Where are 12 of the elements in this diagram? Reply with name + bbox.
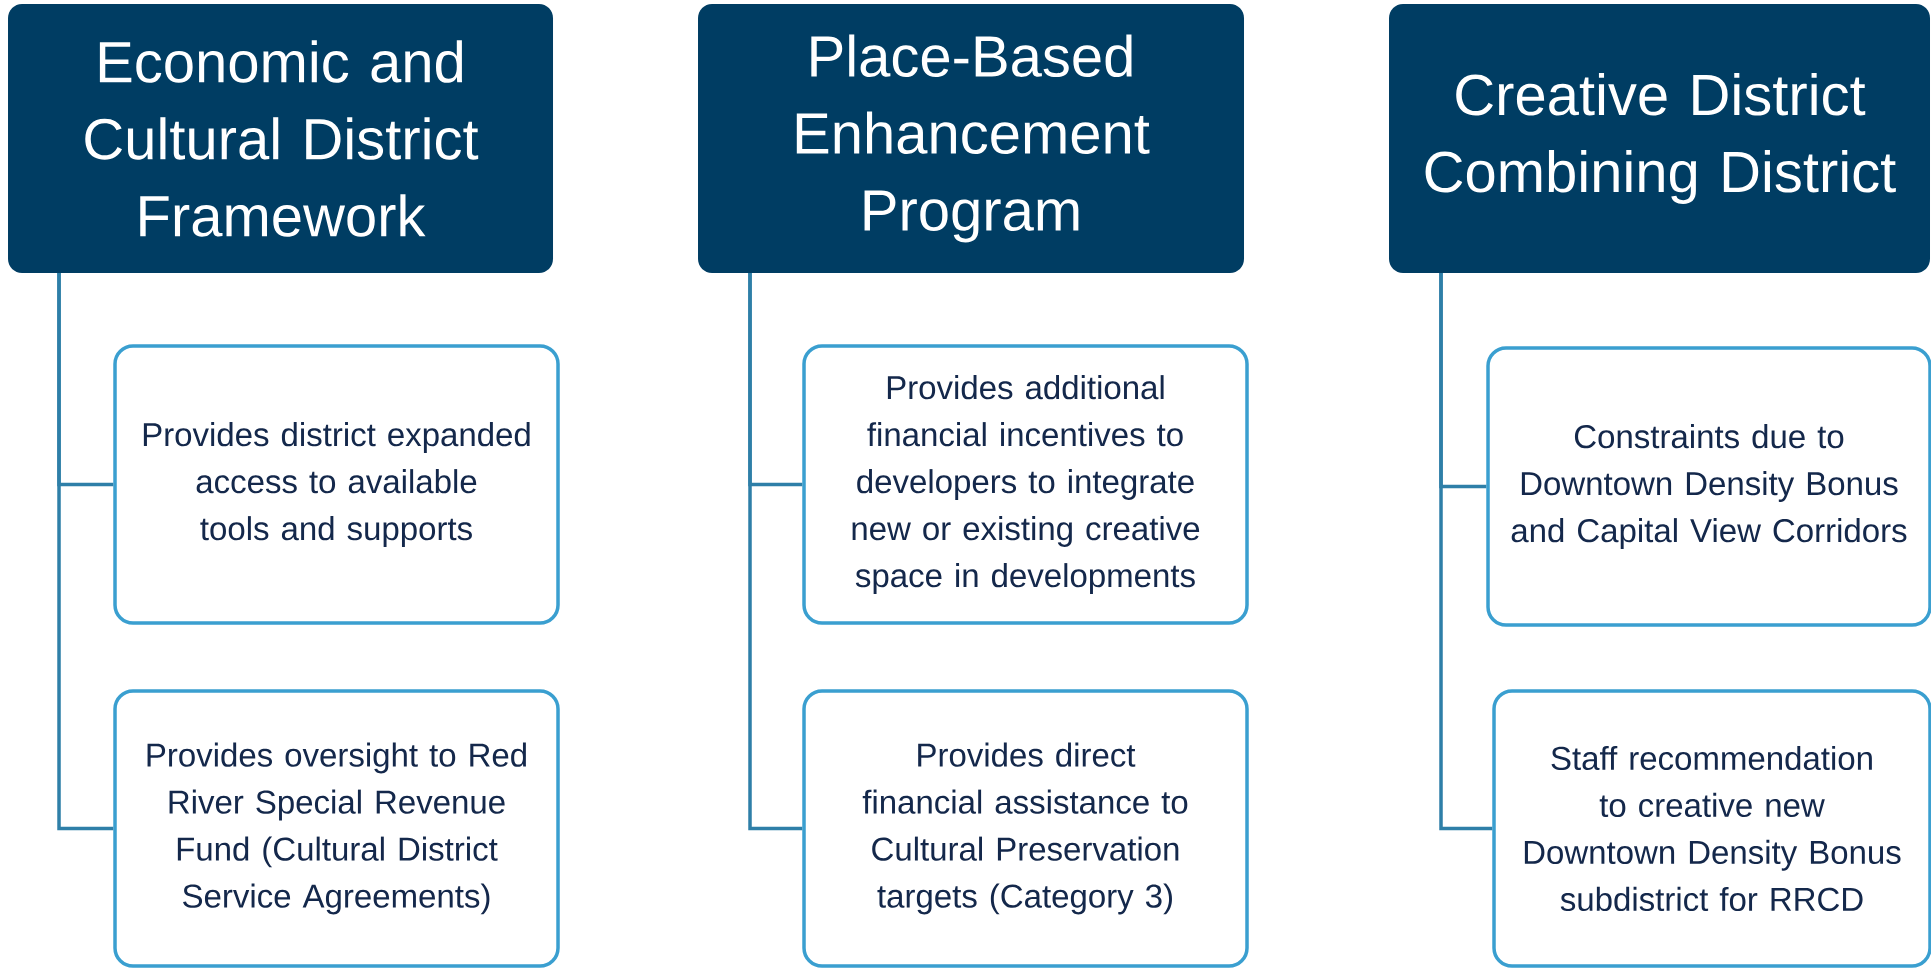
connector-line — [1439, 273, 1493, 831]
text-box: Provides direct financial assistance to Cultural Preservation targets (Category 3) — [802, 689, 1249, 968]
text-box: Constraints due to Downtown Density Bonus and Capital View Corridors — [1486, 346, 1931, 627]
header-box: Creative District Combining District — [1389, 4, 1930, 273]
header-box: Economic and Cultural District Framework — [8, 4, 553, 273]
text-box: Staff recommendation to creative new Downtown Density Bonus subdistrict for RRCD — [1492, 689, 1931, 968]
text-box: Provides additional financial incentives to developers to integrate new or existing creative space in developments — [802, 344, 1249, 625]
connector-line — [57, 273, 114, 831]
text-box: Provides district expanded access to available tools and supports — [113, 344, 560, 625]
connector-line — [748, 273, 803, 831]
header-box: Place-Based Enhancement Program — [698, 4, 1244, 273]
text-box: Provides oversight to Red River Special Revenue Fund (Cultural District Service Agreements) — [113, 689, 560, 968]
